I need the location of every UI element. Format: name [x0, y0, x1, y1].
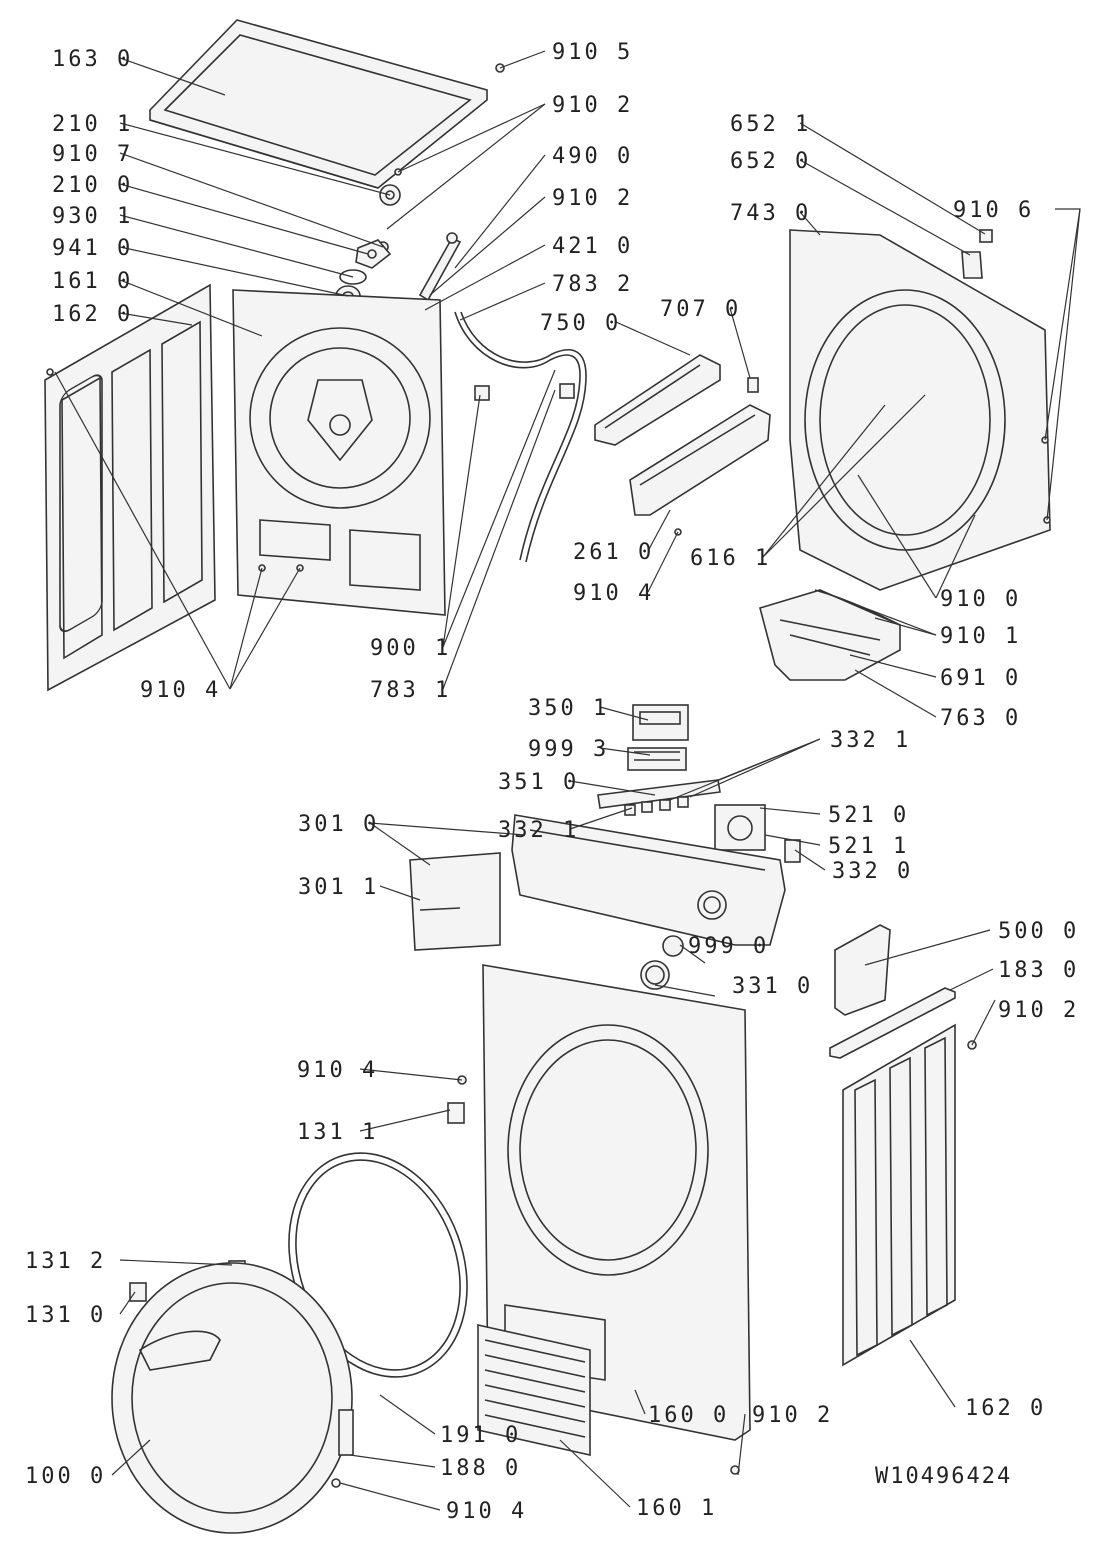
callout-910-7: 910 7 — [52, 142, 133, 167]
callout-500-0: 500 0 — [998, 919, 1079, 944]
callout-100-0: 100 0 — [25, 1464, 106, 1489]
callout-183-0: 183 0 — [998, 958, 1079, 983]
switch-652-0 — [961, 251, 983, 279]
control-panel-301-0 — [511, 814, 786, 946]
callout-910-2-upper: 910 2 — [552, 186, 633, 211]
callout-763-0: 763 0 — [940, 706, 1021, 731]
callout-131-1: 131 1 — [297, 1120, 378, 1145]
board-999-3 — [627, 747, 687, 771]
door-100-0 — [111, 1262, 353, 1534]
callout-131-2: 131 2 — [25, 1249, 106, 1274]
callout-783-1: 783 1 — [370, 678, 451, 703]
condenser-750-0 — [594, 354, 721, 446]
callout-162-0-left: 162 0 — [52, 302, 133, 327]
knob-999-0 — [662, 935, 684, 957]
latch-131-1 — [447, 1102, 465, 1124]
knob-331-0 — [640, 960, 670, 990]
callout-188-0: 188 0 — [440, 1456, 521, 1481]
callout-301-1: 301 1 — [298, 875, 379, 900]
hinge-131-0 — [129, 1282, 147, 1302]
callout-210-1: 210 1 — [52, 112, 133, 137]
callout-910-2-right: 910 2 — [998, 998, 1079, 1023]
callout-521-1: 521 1 — [828, 834, 909, 859]
part-drawings — [44, 19, 1051, 1534]
grille-160-1 — [477, 1324, 591, 1456]
module-500-0 — [834, 924, 891, 1016]
callout-350-1: 350 1 — [528, 696, 609, 721]
callout-652-0: 652 0 — [730, 149, 811, 174]
callout-301-0: 301 0 — [298, 812, 379, 837]
callout-421-0: 421 0 — [552, 234, 633, 259]
front-panel-160-0 — [482, 964, 751, 1441]
rail-183-0 — [829, 987, 956, 1059]
callout-910-6: 910 6 — [953, 198, 1034, 223]
callout-783-2: 783 2 — [552, 272, 633, 297]
duct-261-0 — [629, 404, 771, 536]
controller-521 — [714, 804, 766, 851]
inlet-valve-490-0 — [418, 232, 462, 302]
leader-lines — [54, 50, 1081, 1511]
callout-910-4-left: 910 4 — [140, 678, 221, 703]
rear-panel-161-0 — [232, 289, 446, 616]
callout-930-1: 930 1 — [52, 204, 133, 229]
callout-261-0: 261 0 — [573, 540, 654, 565]
callout-490-0: 490 0 — [552, 144, 633, 169]
callout-332-1-left: 332 1 — [498, 818, 579, 843]
callout-210-0: 210 0 — [52, 173, 133, 198]
callout-161-0: 161 0 — [52, 269, 133, 294]
callout-521-0: 521 0 — [828, 803, 909, 828]
callout-900-1: 900 1 — [370, 636, 451, 661]
display-350-1 — [632, 704, 689, 741]
drawer-301-1 — [409, 852, 501, 951]
callout-191-0: 191 0 — [440, 1423, 521, 1448]
callout-160-1: 160 1 — [636, 1496, 717, 1521]
callout-162-0-right: 162 0 — [965, 1396, 1046, 1421]
bracket-351-0 — [597, 779, 721, 809]
callout-332-1-right: 332 1 — [830, 728, 911, 753]
buttons-332-1 — [624, 796, 689, 816]
switch-332-0 — [784, 839, 801, 863]
callout-labels: 163 0 910 5 910 2 210 1 490 0 910 7 210 … — [25, 40, 1079, 1524]
callout-163-0: 163 0 — [52, 47, 133, 72]
screw-910-4-bottom — [331, 1478, 341, 1488]
document-id: W10496424 — [875, 1464, 1012, 1489]
side-panel-left-162-0 — [44, 283, 216, 692]
callout-910-4-mid: 910 4 — [297, 1058, 378, 1083]
callout-750-0: 750 0 — [540, 311, 621, 336]
callout-332-0: 332 0 — [832, 859, 913, 884]
callout-351-0: 351 0 — [498, 770, 579, 795]
hinge-188-0 — [338, 1409, 354, 1456]
callout-160-0: 160 0 — [648, 1403, 729, 1428]
sensor-707-0 — [747, 377, 759, 393]
callout-743-0: 743 0 — [730, 201, 811, 226]
callout-691-0: 691 0 — [940, 666, 1021, 691]
lint-filter-763-0 — [759, 589, 901, 681]
callout-331-0: 331 0 — [732, 974, 813, 999]
callout-910-4-bottom: 910 4 — [446, 1499, 527, 1524]
callout-999-0: 999 0 — [688, 934, 769, 959]
side-panel-right-162-0 — [842, 1023, 956, 1367]
callout-910-1: 910 1 — [940, 624, 1021, 649]
top-cover-part — [149, 19, 488, 189]
front-bulkhead-743-0 — [789, 229, 1051, 591]
callout-910-5: 910 5 — [552, 40, 633, 65]
callout-910-2-bottom: 910 2 — [752, 1403, 833, 1428]
gasket-930-1 — [339, 269, 367, 285]
callout-652-1: 652 1 — [730, 112, 811, 137]
callout-616-1: 616 1 — [690, 546, 771, 571]
callout-910-4-upper: 910 4 — [573, 581, 654, 606]
callout-941-0: 941 0 — [52, 236, 133, 261]
callout-131-0: 131 0 — [25, 1303, 106, 1328]
callout-999-3: 999 3 — [528, 737, 609, 762]
callout-910-2-top: 910 2 — [552, 93, 633, 118]
callout-910-0: 910 0 — [940, 587, 1021, 612]
hose-783 — [454, 311, 587, 563]
callout-707-0: 707 0 — [660, 297, 741, 322]
